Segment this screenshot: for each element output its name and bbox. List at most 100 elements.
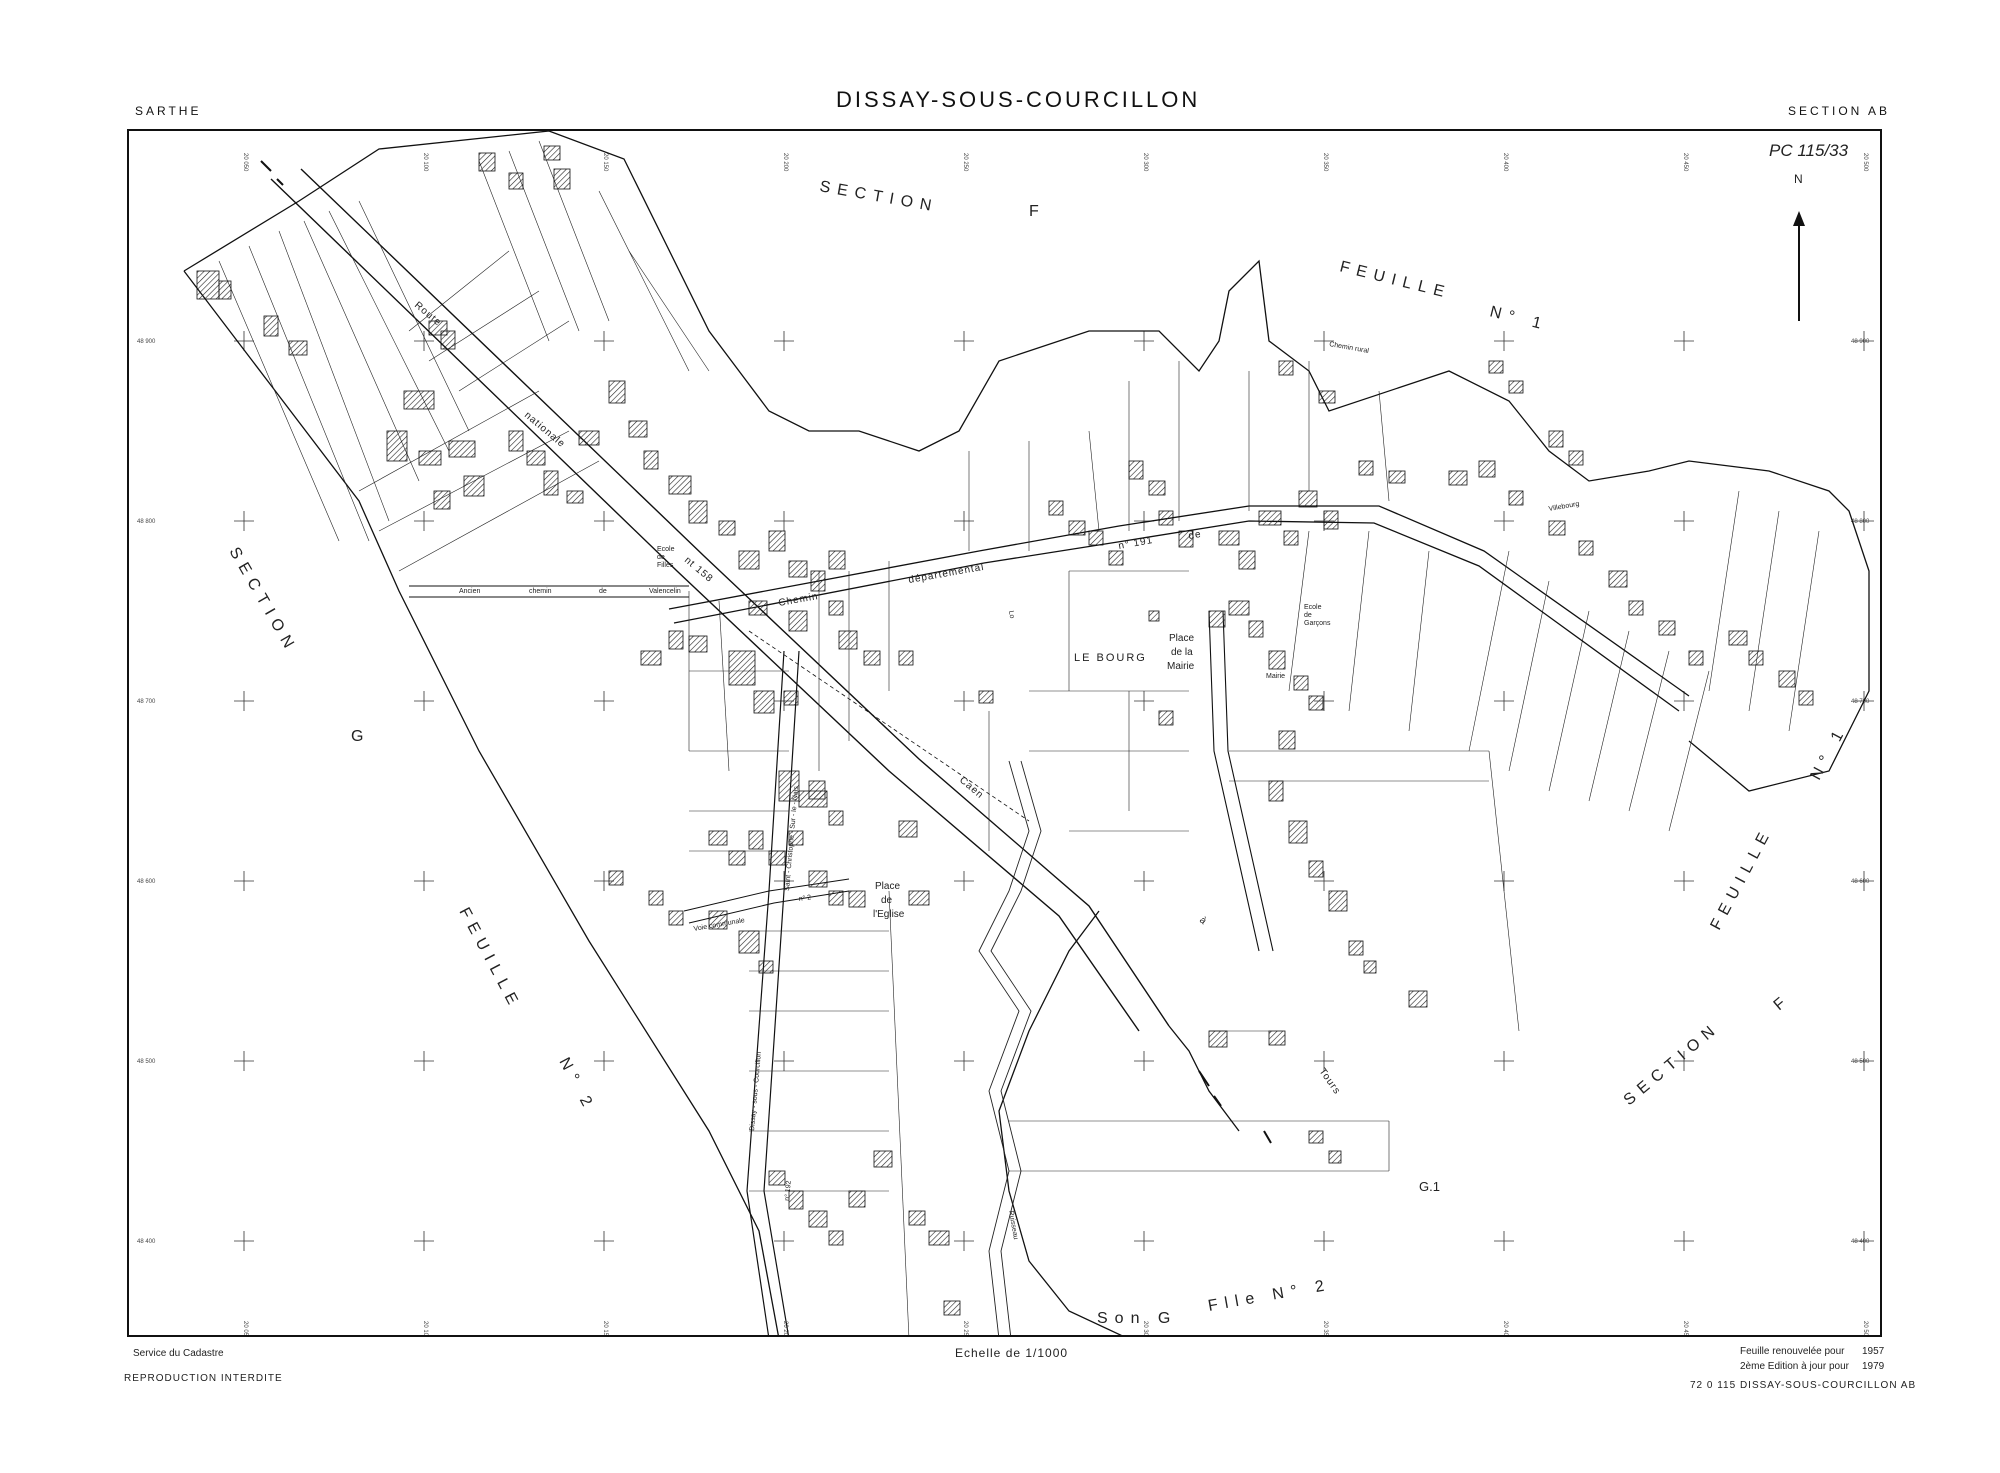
grid-cross [1134, 1231, 1154, 1251]
building-footprint [448, 440, 476, 458]
label-valencelin: Valencelin [649, 588, 681, 595]
axis-label-x: 20 350 [1322, 1321, 1328, 1337]
building-footprint [1278, 730, 1296, 750]
building-footprint [778, 770, 800, 802]
label-no1-right: N° 1 [1808, 723, 1851, 783]
grid-cross [1674, 331, 1694, 351]
ancien-chemin-valencelin [409, 585, 689, 598]
footer-scale: Echelle de 1/1000 [955, 1346, 1069, 1360]
building-footprint [1408, 990, 1428, 1008]
building-footprint [1348, 940, 1364, 956]
grid-cross [594, 1051, 614, 1071]
grid-cross [234, 1231, 254, 1251]
building-footprint [1308, 1130, 1324, 1144]
axis-label-y: 48 900 [137, 339, 156, 345]
building-footprint [1308, 860, 1324, 878]
grid-cross [234, 871, 254, 891]
building-footprint [288, 340, 308, 356]
building-footprint [738, 550, 760, 570]
label-ecole-filles-1: Ecole [657, 546, 675, 553]
building-footprint [808, 870, 828, 888]
building-footprint [873, 1150, 893, 1168]
label-feuille-left: FEUILLE [455, 905, 523, 1014]
axis-label-y: 48 600 [1851, 879, 1870, 885]
axis-label-y: 48 900 [1851, 339, 1870, 345]
building-footprint [1318, 390, 1336, 404]
axis-label-y: 48 500 [1851, 1059, 1870, 1065]
axis-label-y: 48 500 [137, 1059, 156, 1065]
building-footprint [1363, 960, 1377, 974]
grid-cross [1854, 1231, 1874, 1251]
building-footprint [1178, 530, 1194, 548]
building-footprint [718, 520, 736, 536]
building-footprint [668, 910, 684, 926]
grid-cross [774, 1051, 794, 1071]
grid-cross [1494, 1231, 1514, 1251]
building-footprint [708, 910, 728, 930]
grid-cross [1674, 1051, 1694, 1071]
building-footprint [440, 330, 456, 350]
building-footprint [788, 560, 808, 578]
building-footprint [898, 820, 918, 838]
label-section-g-left: SECTION [226, 545, 301, 658]
building-footprint [1108, 550, 1124, 566]
building-footprint [1608, 570, 1628, 588]
grid-cross [1854, 1051, 1874, 1071]
building-footprint [728, 650, 756, 686]
building-footprint [1488, 360, 1504, 374]
building-footprint [628, 420, 648, 438]
building-footprint [386, 430, 408, 462]
building-footprint [543, 470, 559, 496]
building-footprint [553, 168, 571, 190]
label-ecole-filles-2: de [657, 554, 665, 561]
grid-cross [1674, 691, 1694, 711]
label-no2-left: N° 2 [555, 1055, 598, 1115]
chemin-saint-christophe [746, 650, 800, 1335]
building-footprint [1798, 690, 1814, 706]
building-footprint [1228, 600, 1250, 616]
building-footprint [1288, 820, 1308, 844]
building-footprint [1268, 650, 1286, 670]
grid-cross [774, 1231, 794, 1251]
building-footprint [1128, 460, 1144, 480]
axis-label-y: 48 400 [1851, 1239, 1870, 1245]
label-departemental: départemental [908, 562, 986, 586]
grid-cross [234, 691, 254, 711]
grid-cross [954, 691, 974, 711]
grid-cross [954, 331, 974, 351]
building-footprint [643, 450, 659, 470]
building-footprint [1148, 610, 1160, 622]
label-mairie: Mairie [1266, 673, 1285, 680]
axis-label-x: 20 400 [1502, 153, 1508, 172]
grid-cross [1494, 871, 1514, 891]
grid-cross [1494, 511, 1514, 531]
label-n192: n° 192 [783, 1180, 793, 1201]
label-lo: Lo [1007, 610, 1015, 619]
axis-label-x: 20 050 [242, 1321, 248, 1337]
axis-label-x: 20 500 [1862, 153, 1868, 172]
label-chemin-rural: Chemin rural [1329, 341, 1370, 355]
building-footprint [708, 830, 728, 846]
handwritten-reference: PC 115/33 [1769, 141, 1849, 160]
grid-cross [1134, 691, 1154, 711]
axis-label-x: 20 450 [1682, 153, 1688, 172]
label-ecole-filles-3: Filles [657, 562, 674, 569]
building-footprint [1308, 695, 1324, 711]
building-footprint [788, 1190, 804, 1210]
building-footprint [1548, 430, 1564, 448]
building-footprint [788, 830, 804, 846]
grid-cross [774, 331, 794, 351]
building-footprint [828, 600, 844, 616]
axis-label-y: 48 700 [137, 699, 156, 705]
building-footprint [1508, 490, 1524, 506]
building-footprint [1283, 530, 1299, 546]
building-footprint [578, 430, 600, 446]
building-footprint [978, 690, 994, 704]
ruisseau-stream [978, 760, 1042, 1335]
building-footprint [1278, 360, 1294, 376]
grid-cross [234, 1051, 254, 1071]
buildings [196, 145, 1814, 1316]
